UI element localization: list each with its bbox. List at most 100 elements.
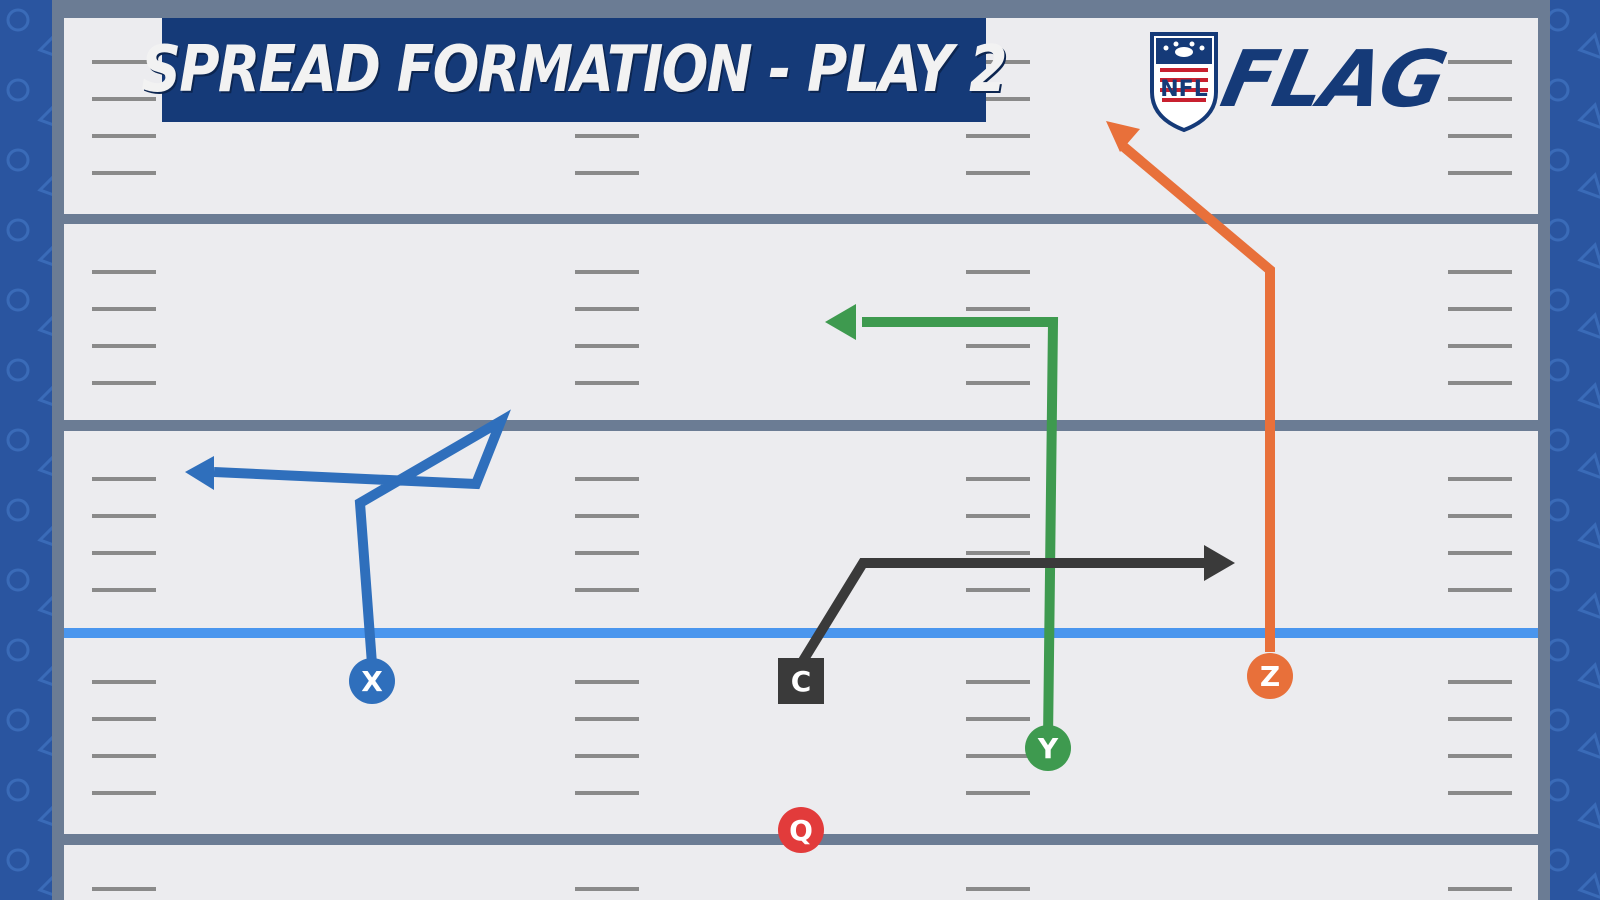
hash-mark <box>575 134 639 138</box>
hash-mark <box>92 344 156 348</box>
line-of-scrimmage <box>64 628 1538 638</box>
hash-mark <box>575 171 639 175</box>
title-banner: SPREAD FORMATION - PLAY 2 <box>142 18 1008 122</box>
hash-mark <box>92 97 156 101</box>
hash-mark <box>966 270 1030 274</box>
player-q[interactable]: Q <box>778 807 824 853</box>
hash-mark <box>92 754 156 758</box>
field-sections <box>64 18 1538 900</box>
hash-mark <box>1448 514 1512 518</box>
hash-mark <box>966 887 1030 891</box>
player-z-label: Z <box>1260 660 1280 693</box>
right-side-panel <box>1550 0 1600 900</box>
hash-mark <box>92 680 156 684</box>
hash-mark <box>1448 588 1512 592</box>
hash-mark <box>1448 717 1512 721</box>
hash-mark <box>966 97 1030 101</box>
player-c[interactable]: C <box>778 658 824 704</box>
hash-mark <box>92 307 156 311</box>
hash-mark <box>966 381 1030 385</box>
hash-mark <box>966 717 1030 721</box>
player-y-label: Y <box>1037 732 1059 765</box>
hash-mark <box>575 588 639 592</box>
route-y <box>825 304 1059 741</box>
hash-mark <box>92 134 156 138</box>
hash-mark <box>575 307 639 311</box>
hash-mark <box>1448 134 1512 138</box>
play-title: SPREAD FORMATION - PLAY 2 <box>141 33 1008 107</box>
nfl-shield-icon: NFL <box>1150 32 1218 133</box>
route-x-arrowhead <box>185 456 214 490</box>
hash-mark <box>575 680 639 684</box>
hash-mark <box>92 887 156 891</box>
hash-mark <box>1448 887 1512 891</box>
hash-mark <box>92 270 156 274</box>
hash-mark <box>1448 307 1512 311</box>
player-x-label: X <box>361 665 383 698</box>
hash-mark <box>966 307 1030 311</box>
hash-mark <box>1448 97 1512 101</box>
route-x <box>185 409 511 665</box>
hash-mark <box>966 588 1030 592</box>
hash-mark <box>1448 551 1512 555</box>
player-x[interactable]: X <box>349 658 395 704</box>
hash-mark <box>575 477 639 481</box>
hash-mark <box>92 717 156 721</box>
hash-mark <box>575 551 639 555</box>
hash-mark <box>575 381 639 385</box>
hash-mark <box>966 344 1030 348</box>
hash-mark <box>1448 60 1512 64</box>
hash-mark <box>1448 680 1512 684</box>
hash-mark <box>1448 754 1512 758</box>
player-q-label: Q <box>789 814 813 847</box>
hash-mark <box>92 477 156 481</box>
route-c <box>796 545 1235 667</box>
hash-mark <box>966 680 1030 684</box>
hash-mark <box>966 551 1030 555</box>
hash-mark <box>575 754 639 758</box>
hash-mark <box>575 344 639 348</box>
hash-mark <box>966 477 1030 481</box>
hash-mark <box>92 791 156 795</box>
route-z-arrowhead <box>1106 121 1140 152</box>
hash-mark <box>966 134 1030 138</box>
route-z <box>1106 121 1275 652</box>
hash-mark <box>1448 344 1512 348</box>
hash-mark <box>966 60 1030 64</box>
hash-mark <box>1448 477 1512 481</box>
player-c-label: C <box>791 665 812 698</box>
field-section <box>64 224 1538 420</box>
player-z[interactable]: Z <box>1247 653 1293 699</box>
hash-mark <box>575 270 639 274</box>
hash-mark <box>575 791 639 795</box>
route-c-arrowhead <box>1204 545 1235 581</box>
hash-mark <box>1448 791 1512 795</box>
nfl-flag-logo: NFL FLAG <box>1150 32 1453 133</box>
hash-mark <box>575 887 639 891</box>
hash-mark <box>966 171 1030 175</box>
hash-mark <box>92 551 156 555</box>
left-side-panel <box>0 0 52 900</box>
hash-mark <box>1448 381 1512 385</box>
hash-mark <box>92 60 156 64</box>
hash-mark <box>92 171 156 175</box>
hash-marks <box>92 60 1512 891</box>
hash-mark <box>92 514 156 518</box>
nfl-shield-text: NFL <box>1160 77 1207 102</box>
hash-mark <box>92 381 156 385</box>
flag-wordmark: FLAG <box>1214 34 1453 125</box>
hash-mark <box>1448 270 1512 274</box>
hash-mark <box>92 588 156 592</box>
hash-mark <box>575 717 639 721</box>
hash-mark <box>966 514 1030 518</box>
hash-mark <box>966 754 1030 758</box>
player-y[interactable]: Y <box>1025 725 1071 771</box>
hash-mark <box>575 514 639 518</box>
field-section <box>64 431 1538 627</box>
route-y-arrowhead <box>825 304 856 340</box>
hash-mark <box>966 791 1030 795</box>
hash-mark <box>1448 171 1512 175</box>
field-section <box>64 845 1538 900</box>
